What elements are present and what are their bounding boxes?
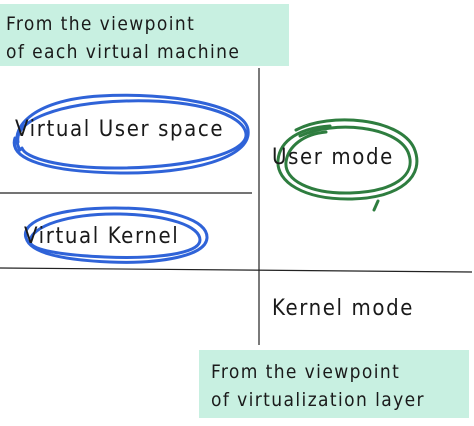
user-mode-circle <box>276 118 419 212</box>
virtual-kernel-label: Virtual Kernel <box>24 224 180 249</box>
vm-viewpoint-note-line-2: of each virtual machine <box>6 41 241 63</box>
user-mode-label: User mode <box>272 145 394 170</box>
layer-viewpoint-note-line-2: of virtualization layer <box>211 389 425 411</box>
vm-viewpoint-note-line-1: From the viewpoint <box>6 13 196 35</box>
layer-viewpoint-note: From the viewpoint of virtualization lay… <box>199 350 469 418</box>
layer-viewpoint-note-line-1: From the viewpoint <box>211 361 401 383</box>
kernel-mode-label: Kernel mode <box>272 296 415 321</box>
virtual-user-space-circle <box>12 93 250 175</box>
vm-viewpoint-note: From the viewpoint of each virtual machi… <box>0 4 289 66</box>
main-horizontal-divider <box>0 267 473 273</box>
virtual-kernel-circle <box>23 206 209 264</box>
virtual-user-space-label: Virtual User space <box>15 117 225 142</box>
